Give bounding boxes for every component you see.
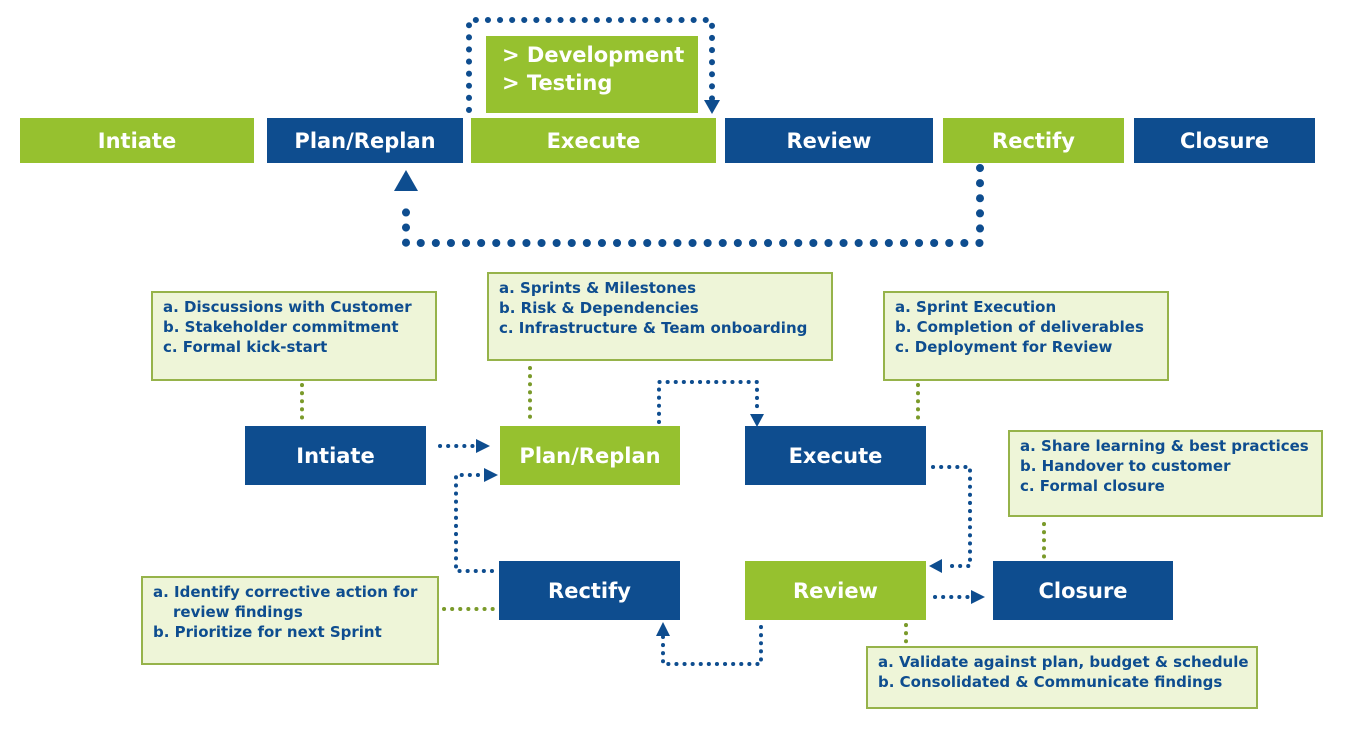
flow-box-plan: Plan/Replan (500, 426, 680, 485)
note-review: a. Validate against plan, budget & sched… (866, 646, 1258, 709)
rectify-to-plan-arrowhead (394, 170, 418, 191)
execute-loop-arrowhead (704, 100, 720, 114)
flow-box-initiate: Intiate (245, 426, 426, 485)
arrowhead-plan-execute (750, 414, 764, 427)
note-initiate-line: a. Discussions with Customer (163, 298, 412, 316)
flow-plan-to-execute (657, 380, 759, 424)
execute-detail-testing: > Testing (502, 71, 613, 95)
top-phase-initiate: Intiate (20, 118, 254, 163)
flow-execute-to-review (931, 465, 972, 568)
flow-box-review: Review (745, 561, 926, 620)
note-initiate-line: c. Formal kick-start (163, 338, 328, 356)
note-plan-line: b. Risk & Dependencies (499, 299, 699, 317)
note-plan-line: a. Sprints & Milestones (499, 279, 696, 297)
note-rectify-line: a. Identify corrective action for (153, 583, 418, 601)
flow-rectify-to-plan (454, 473, 494, 573)
flow-box-rectify: Rectify (499, 561, 680, 620)
top-phase-rectify: Rectify (943, 118, 1124, 163)
note-rectify: a. Identify corrective action for review… (141, 576, 439, 665)
note-execute: a. Sprint Execution b. Completion of del… (883, 291, 1169, 381)
top-phase-plan: Plan/Replan (267, 118, 463, 163)
top-phase-closure: Closure (1134, 118, 1315, 163)
arrowhead-execute-review (929, 559, 942, 573)
note-execute-line: a. Sprint Execution (895, 298, 1057, 316)
note-rectify-line: review findings (173, 603, 303, 621)
flow-box-closure: Closure (993, 561, 1173, 620)
arrowhead-rectify-plan (484, 468, 498, 482)
note-rectify-line: b. Prioritize for next Sprint (153, 623, 382, 641)
note-execute-line: b. Completion of deliverables (895, 318, 1144, 336)
note-plan-line: c. Infrastructure & Team onboarding (499, 319, 808, 337)
top-phase-review: Review (725, 118, 933, 163)
note-execute-line: c. Deployment for Review (895, 338, 1113, 356)
arrowhead-review-rectify (656, 622, 670, 636)
execute-detail-development: > Development (502, 43, 685, 67)
note-closure: a. Share learning & best practices b. Ha… (1008, 430, 1323, 517)
rectify-to-plan-loop (402, 164, 984, 247)
flow-review-to-rectify (661, 625, 763, 666)
note-closure-line: c. Formal closure (1020, 477, 1165, 495)
note-closure-line: b. Handover to customer (1020, 457, 1231, 475)
note-review-line: a. Validate against plan, budget & sched… (878, 653, 1249, 671)
top-phase-execute: Execute (471, 118, 716, 163)
flow-box-execute: Execute (745, 426, 926, 485)
execute-detail-box: > Development > Testing (486, 36, 698, 113)
note-initiate-line: b. Stakeholder commitment (163, 318, 399, 336)
arrowhead-review-closure (971, 590, 985, 604)
arrowhead-initiate-plan (476, 439, 490, 453)
note-closure-line: a. Share learning & best practices (1020, 437, 1309, 455)
execute-loop-connector (466, 17, 715, 113)
note-plan: a. Sprints & Milestones b. Risk & Depend… (487, 272, 833, 361)
note-review-line: b. Consolidated & Communicate findings (878, 673, 1223, 691)
note-initiate: a. Discussions with Customer b. Stakehol… (151, 291, 437, 381)
